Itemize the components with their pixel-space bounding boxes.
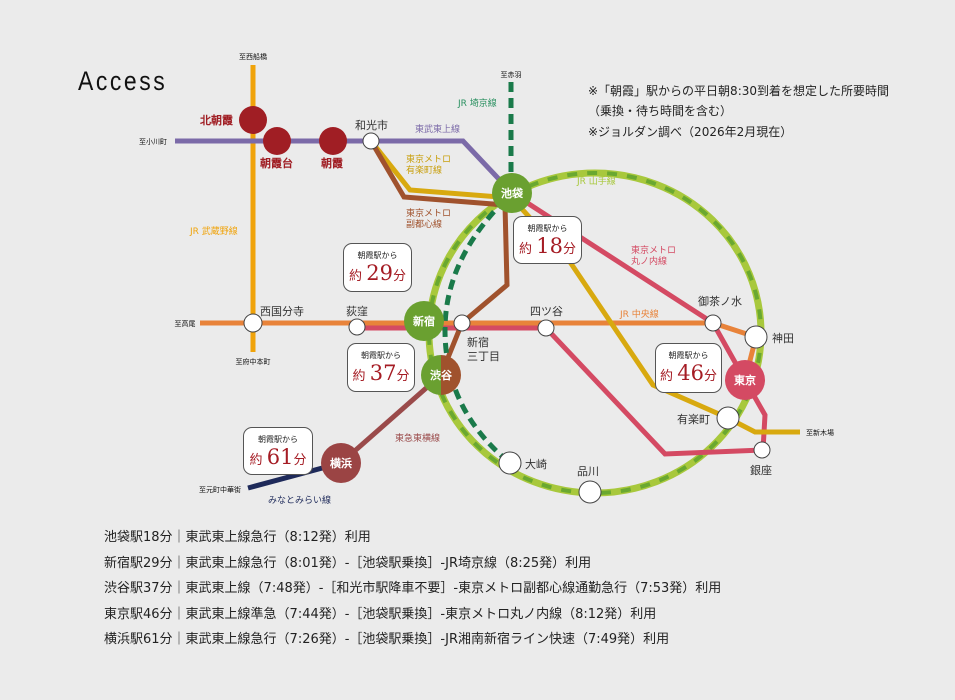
terminus-shinkiba: 至新木場 [806, 428, 834, 437]
route-map: 池袋 新宿 渋谷 東京 横浜 北朝霞 朝霞台 朝霞 和光市 西国分寺 荻窪 新宿… [139, 52, 834, 506]
callout-tokyo: 朝霞駅から 約 46分 [655, 343, 722, 393]
label-nishikokubunji: 西国分寺 [260, 305, 304, 318]
note-3: ※ジョルダン調べ（2026年2月現在） [588, 125, 793, 139]
route-ikebukuro: 池袋駅18分｜東武東上線急行（8:12発）利用 [104, 530, 371, 545]
line-label-marunouchi-1: 東京メトロ [631, 244, 676, 256]
station-shinagawa[interactable] [578, 480, 602, 504]
station-shinjuku[interactable] [404, 301, 444, 341]
route-list: 池袋駅18分｜東武東上線急行（8:12発）利用 新宿駅29分｜東武東上線急行（8… [104, 525, 721, 653]
label-shinjuku: 新宿 [413, 314, 435, 328]
line-label-yurakucho-2: 有楽町線 [406, 164, 442, 176]
station-yotsuya[interactable] [537, 319, 555, 337]
label-ginza: 銀座 [750, 463, 772, 477]
route-shinjuku: 新宿駅29分｜東武東上線急行（8:01発）-［池袋駅乗換］-JR埼京線（8:25… [104, 555, 592, 571]
terminus-motomachi: 至元町中華街 [199, 485, 241, 494]
callout-ikebukuro: 朝霞駅から 約 18分 [513, 216, 582, 264]
station-nishikokubunji[interactable] [243, 313, 263, 333]
station-yurakucho[interactable] [716, 406, 740, 430]
terminus-ogawamachi: 至小川町 [139, 137, 167, 146]
time-yokohama: 61 [266, 445, 294, 469]
station-tokyo[interactable] [725, 360, 765, 400]
page-title: Access [78, 66, 168, 96]
line-label-fukutoshin-2: 副都心線 [406, 218, 442, 230]
label-ogikubo: 荻窪 [346, 304, 368, 318]
terminus-akabane: 至赤羽 [501, 71, 522, 79]
station-asaka[interactable] [319, 127, 347, 155]
time-ikebukuro: 18 [536, 234, 563, 258]
line-label-toyoko: 東急東横線 [395, 432, 440, 444]
station-osaki[interactable] [498, 451, 522, 475]
label-yurakucho: 有楽町 [677, 412, 710, 426]
label-yotsuya: 四ツ谷 [530, 305, 563, 318]
line-label-marunouchi-2: 丸ノ内線 [631, 255, 667, 267]
terminus-nishifunabashi: 至西船橋 [239, 52, 267, 61]
toyoko-line [339, 373, 443, 465]
yurakucho-line [369, 139, 800, 435]
label-shibuya: 渋谷 [430, 368, 453, 382]
line-label-minatomirai: みなとみらい線 [268, 494, 331, 506]
route-tokyo: 東京駅46分｜東武東上線準急（7:44発）-［池袋駅乗換］-東京メトロ丸ノ内線（… [104, 606, 657, 622]
station-ochanomizu[interactable] [704, 314, 722, 332]
label-ikebukuro: 池袋 [501, 186, 524, 200]
label-shinagawa: 品川 [577, 465, 599, 478]
route-shibuya: 渋谷駅37分｜東武東上線（7:48発）-［和光市駅降車不要］-東京メトロ副都心線… [104, 581, 722, 596]
fukutoshin-line [368, 139, 510, 376]
line-label-yamanote: JR 山手線 [576, 175, 616, 187]
callout-shinjuku: 朝霞駅から 約 29分 [343, 243, 412, 292]
terminus-fuchuhommachi: 至府中本町 [236, 357, 271, 366]
note-2: （乗換・待ち時間を含む） [588, 104, 733, 118]
label-wakoshi: 和光市 [355, 118, 388, 132]
time-shibuya: 37 [369, 361, 397, 385]
line-label-tojo: 東武東上線 [415, 123, 460, 135]
callout-yokohama: 朝霞駅から 約 61分 [243, 427, 313, 475]
time-tokyo: 46 [677, 361, 704, 385]
station-kanda[interactable] [744, 325, 768, 349]
station-shinjuku3[interactable] [453, 314, 471, 332]
line-label-musashino: JR 武蔵野線 [189, 225, 238, 237]
label-shinjuku3-1: 新宿 [467, 335, 489, 349]
line-label-yurakucho-1: 東京メトロ [406, 153, 451, 165]
label-shinjuku3-2: 三丁目 [467, 350, 500, 363]
line-label-saikyo: JR 埼京線 [457, 97, 497, 109]
station-kitaasaka[interactable] [239, 106, 267, 134]
label-tokyo: 東京 [734, 373, 756, 387]
line-label-chuo: JR 中央線 [619, 308, 659, 320]
label-asaka: 朝霞 [321, 156, 344, 170]
label-kitaasaka: 北朝霞 [200, 113, 234, 127]
route-yokohama: 横浜駅61分｜東武東上線急行（7:26発）-［池袋駅乗換］-JR湘南新宿ライン快… [104, 632, 670, 647]
terminus-takao: 至高尾 [175, 319, 196, 328]
note-1: ※「朝霞」駅からの平日朝8:30到着を想定した所要時間 [588, 84, 890, 98]
station-shibuya[interactable] [421, 355, 441, 395]
time-shinjuku: 29 [366, 261, 393, 285]
station-ikebukuro[interactable] [492, 173, 532, 213]
station-yokohama[interactable] [321, 443, 361, 483]
label-asakadai: 朝霞台 [260, 156, 293, 170]
label-kanda: 神田 [772, 331, 794, 345]
label-yokohama: 横浜 [330, 456, 352, 470]
station-ginza[interactable] [753, 441, 771, 459]
callout-shibuya: 朝霞駅から 約 37分 [347, 343, 415, 392]
station-ogikubo[interactable] [348, 318, 366, 336]
label-ochanomizu: 御茶ノ水 [698, 294, 742, 308]
station-asakadai[interactable] [263, 127, 291, 155]
label-osaki: 大崎 [525, 457, 547, 471]
station-wakoshi[interactable] [362, 132, 380, 150]
line-label-fukutoshin-1: 東京メトロ [406, 207, 451, 219]
